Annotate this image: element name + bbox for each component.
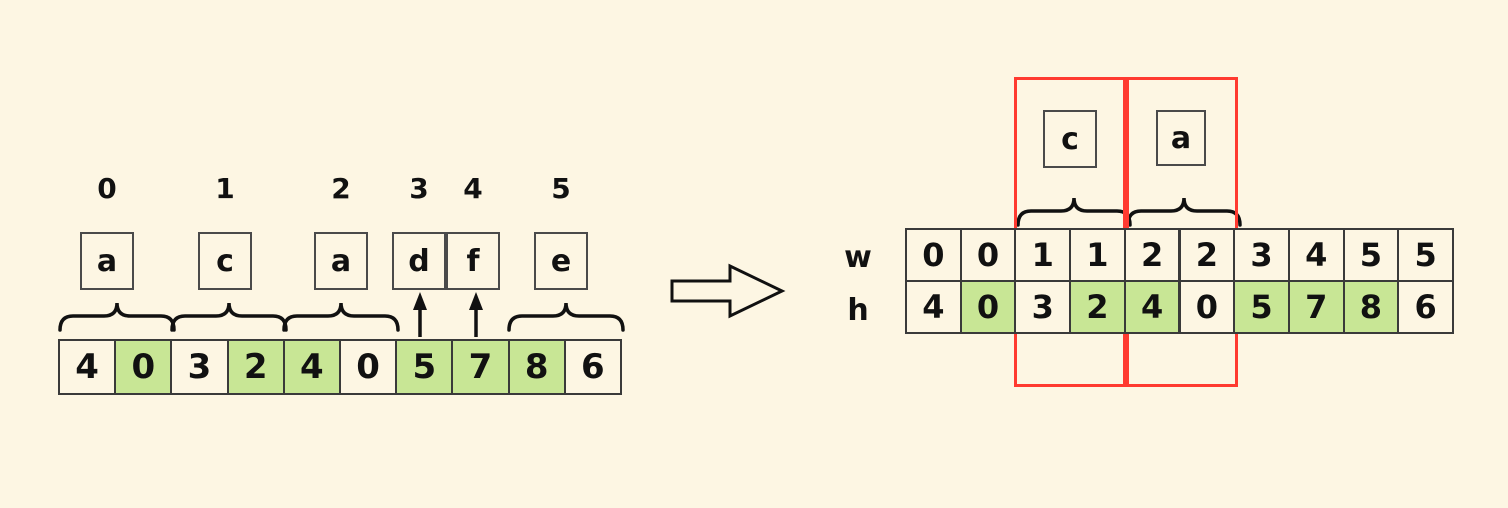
table-cell-w-2[interactable]: 1 [1014,228,1072,282]
index-label-4: 4 [463,172,483,205]
selection-letter-box-a: a [1156,110,1206,166]
left-array-cell-7[interactable]: 7 [451,339,510,395]
table-cell-w-5[interactable]: 2 [1178,228,1236,282]
table-cell-w-3[interactable]: 1 [1069,228,1126,282]
table-cell-h-5[interactable]: 0 [1178,280,1236,334]
left-array-cell-9[interactable]: 6 [563,339,622,395]
table-cell-h-8[interactable]: 8 [1342,280,1400,334]
table-cell-h-9[interactable]: 6 [1397,280,1454,334]
letter-box-a-0: a [80,232,134,290]
table-cell-w-7[interactable]: 4 [1287,228,1345,282]
index-label-1: 1 [215,172,235,205]
table-cell-w-6[interactable]: 3 [1233,228,1290,282]
left-array-cell-5[interactable]: 0 [339,339,398,395]
table-cell-w-1[interactable]: 0 [959,228,1017,282]
letter-box-d: d [392,232,446,290]
left-array-cell-3[interactable]: 2 [226,339,285,395]
table-cell-h-3[interactable]: 2 [1069,280,1126,334]
index-label-0: 0 [97,172,117,205]
table-cell-w-4[interactable]: 2 [1123,228,1181,282]
table-cell-h-1[interactable]: 0 [959,280,1017,334]
row-label-w: w [844,240,872,275]
left-array-cell-8[interactable]: 8 [507,339,566,395]
row-label-h: h [847,293,869,328]
left-array-cell-6[interactable]: 5 [395,339,454,395]
index-label-3: 3 [409,172,429,205]
selection-letter-box-c: c [1043,110,1097,168]
letter-box-a-1: a [314,232,368,290]
left-array-cell-1[interactable]: 0 [114,339,173,395]
index-label-5: 5 [551,172,571,205]
table-cell-h-7[interactable]: 7 [1287,280,1345,334]
index-label-2: 2 [331,172,351,205]
left-array-cell-2[interactable]: 3 [170,339,229,395]
table-cell-h-6[interactable]: 5 [1233,280,1290,334]
table-cell-w-8[interactable]: 5 [1342,228,1400,282]
letter-box-e: e [534,232,588,290]
table-cell-w-9[interactable]: 5 [1397,228,1454,282]
letter-box-c: c [198,232,252,290]
table-cell-h-0[interactable]: 4 [905,280,962,334]
letter-box-f: f [446,232,500,290]
table-cell-h-4[interactable]: 4 [1123,280,1181,334]
left-array-cell-4[interactable]: 4 [282,339,341,395]
table-cell-h-2[interactable]: 3 [1014,280,1072,334]
table-cell-w-0[interactable]: 0 [905,228,962,282]
